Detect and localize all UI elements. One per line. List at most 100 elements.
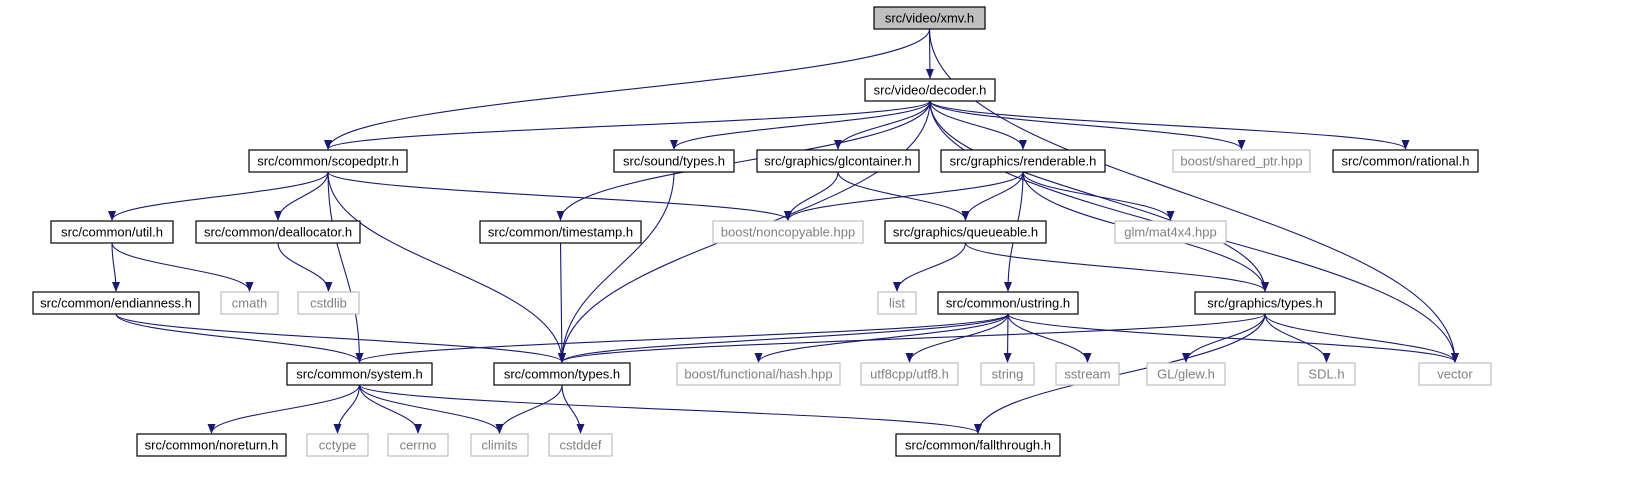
node-box-shared_ptr — [1172, 149, 1311, 173]
node-label-hash: boost/functional/hash.hpp — [684, 367, 832, 382]
node-noreturn[interactable]: src/common/noreturn.h — [136, 433, 287, 457]
node-vector: vector — [1418, 362, 1492, 386]
node-deallocator[interactable]: src/common/deallocator.h — [195, 220, 361, 244]
node-renderable[interactable]: src/graphics/renderable.h — [940, 149, 1106, 173]
edge-decoder-to-timestamp — [556, 100, 931, 221]
node-fallthrough[interactable]: src/common/fallthrough.h — [895, 433, 1061, 457]
edge-glcontainer-to-noncopyable — [784, 171, 839, 221]
edge-system-to-noreturn — [207, 384, 361, 434]
node-box-sstream — [1055, 362, 1120, 386]
node-box-hash — [676, 362, 841, 386]
node-box-endianness — [32, 291, 200, 315]
node-common_types[interactable]: src/common/types.h — [493, 362, 631, 386]
node-label-common_types: src/common/types.h — [504, 367, 620, 382]
edge-ustring-to-common_types — [558, 313, 1009, 363]
node-label-cerrno: cerrno — [400, 438, 437, 453]
node-utf8: utf8cpp/utf8.h — [860, 362, 959, 386]
node-label-sdl: SDL.h — [1308, 367, 1344, 382]
edge-decoder-to-shared_ptr — [929, 100, 1246, 150]
edge-endianness-to-common_types — [115, 313, 566, 363]
edge-queueable-to-list — [893, 242, 967, 292]
node-label-deallocator: src/common/deallocator.h — [204, 225, 352, 240]
edge-ustring-to-utf8 — [905, 313, 1009, 363]
node-ustring[interactable]: src/common/ustring.h — [937, 291, 1079, 315]
node-graphics_types[interactable]: src/graphics/types.h — [1194, 291, 1336, 315]
edge-graphics_types-to-fallthrough — [974, 313, 1266, 434]
edge-ustring-to-string — [1003, 313, 1012, 363]
node-label-cmath: cmath — [232, 296, 267, 311]
node-label-renderable: src/graphics/renderable.h — [950, 154, 1097, 169]
node-box-queueable — [884, 220, 1047, 244]
node-util[interactable]: src/common/util.h — [50, 220, 174, 244]
node-label-sound_types: src/sound/types.h — [623, 154, 725, 169]
node-cmath: cmath — [220, 291, 279, 315]
node-box-graphics_types — [1194, 291, 1336, 315]
node-box-glew — [1146, 362, 1226, 386]
node-queueable[interactable]: src/graphics/queueable.h — [884, 220, 1047, 244]
node-label-scopedptr: src/common/scopedptr.h — [257, 154, 399, 169]
node-box-ustring — [937, 291, 1079, 315]
node-rational[interactable]: src/common/rational.h — [1332, 149, 1479, 173]
node-xmv[interactable]: src/video/xmv.h — [873, 6, 986, 30]
node-label-sstream: sstream — [1064, 367, 1110, 382]
node-label-system: src/common/system.h — [296, 367, 422, 382]
node-box-noncopyable — [712, 220, 864, 244]
edge-decoder-to-glcontainer — [834, 100, 931, 150]
node-box-string — [980, 362, 1035, 386]
edge-decoder-to-rational — [929, 100, 1410, 150]
edge-system-to-fallthrough — [358, 384, 982, 434]
node-scopedptr[interactable]: src/common/scopedptr.h — [248, 149, 408, 173]
edge-deallocator-to-cstdlib — [277, 242, 333, 292]
node-label-queueable: src/graphics/queueable.h — [893, 225, 1038, 240]
node-shared_ptr: boost/shared_ptr.hpp — [1172, 149, 1311, 173]
node-glcontainer[interactable]: src/graphics/glcontainer.h — [756, 149, 920, 173]
node-label-glew: GL/glew.h — [1157, 367, 1215, 382]
node-system[interactable]: src/common/system.h — [286, 362, 433, 386]
edge-system-to-cerrno — [358, 384, 422, 434]
node-label-mat4x4: glm/mat4x4.hpp — [1124, 225, 1217, 240]
node-string: string — [980, 362, 1035, 386]
node-label-noreturn: src/common/noreturn.h — [145, 438, 279, 453]
edge-renderable-to-mat4x4 — [1022, 171, 1175, 221]
node-endianness[interactable]: src/common/endianness.h — [32, 291, 200, 315]
node-box-cmath — [220, 291, 279, 315]
node-label-shared_ptr: boost/shared_ptr.hpp — [1180, 154, 1302, 169]
edge-common_types-to-cstddef — [561, 384, 585, 434]
edge-decoder-to-renderable — [929, 100, 1027, 150]
node-label-noncopyable: boost/noncopyable.hpp — [721, 225, 855, 240]
node-cerrno: cerrno — [387, 433, 449, 457]
edge-decoder-to-sound_types — [670, 100, 931, 150]
node-box-mat4x4 — [1114, 220, 1227, 244]
edge-util-to-endianness — [111, 242, 120, 292]
node-label-utf8: utf8cpp/utf8.h — [870, 367, 949, 382]
edge-common_types-to-climits — [495, 384, 563, 434]
edge-ustring-to-sstream — [1007, 313, 1092, 363]
node-box-utf8 — [860, 362, 959, 386]
edge-scopedptr-to-util — [108, 171, 329, 221]
edge-glcontainer-to-queueable — [837, 171, 970, 221]
node-sound_types[interactable]: src/sound/types.h — [613, 149, 735, 173]
node-label-ustring: src/common/ustring.h — [946, 296, 1070, 311]
node-climits: climits — [470, 433, 529, 457]
node-label-cctype: cctype — [319, 438, 357, 453]
node-noncopyable: boost/noncopyable.hpp — [712, 220, 864, 244]
node-box-timestamp — [479, 220, 642, 244]
edge-renderable-to-noncopyable — [784, 171, 1024, 221]
node-cstddef: cstddef — [548, 433, 613, 457]
edge-graphics_types-to-glew — [1182, 313, 1266, 363]
node-cctype: cctype — [306, 433, 369, 457]
node-label-decoder: src/video/decoder.h — [874, 83, 987, 98]
node-box-common_types — [493, 362, 631, 386]
node-label-list: list — [889, 296, 905, 311]
node-label-timestamp: src/common/timestamp.h — [488, 225, 633, 240]
node-label-cstddef: cstddef — [560, 438, 602, 453]
edge-scopedptr-to-common_types — [327, 171, 566, 363]
node-decoder[interactable]: src/video/decoder.h — [864, 78, 996, 102]
node-box-sdl — [1297, 362, 1356, 386]
edge-graphics_types-to-common_types — [558, 313, 1266, 363]
node-mat4x4: glm/mat4x4.hpp — [1114, 220, 1227, 244]
node-box-deallocator — [195, 220, 361, 244]
nodes-layer: src/video/xmv.h src/video/decoder.h src/co… — [32, 6, 1492, 457]
edge-util-to-cmath — [111, 242, 254, 292]
node-timestamp[interactable]: src/common/timestamp.h — [479, 220, 642, 244]
